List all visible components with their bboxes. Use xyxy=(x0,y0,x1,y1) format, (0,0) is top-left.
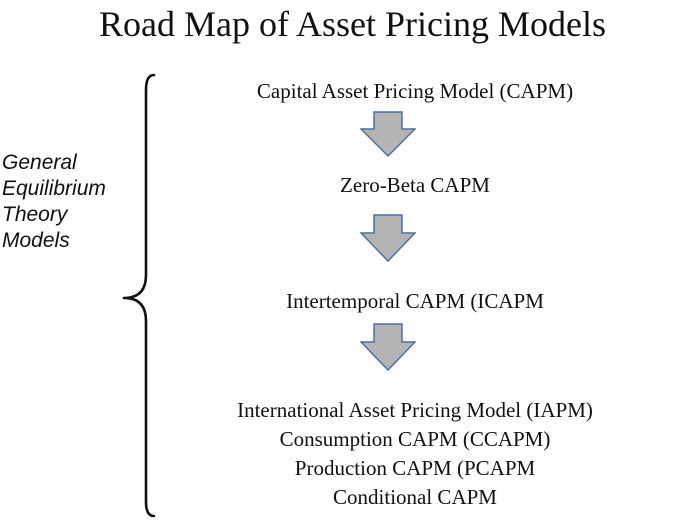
side-label-line: Models xyxy=(2,229,70,252)
side-label-line: General xyxy=(2,151,77,174)
model-ccapm: Consumption CAPM (CCAPM) xyxy=(279,427,551,451)
model-capm: Capital Asset Pricing Model (CAPM) xyxy=(256,79,574,103)
model-pcapm: Production CAPM (PCAPM xyxy=(294,456,536,480)
model-icapm: Intertemporal CAPM (ICAPM xyxy=(286,289,544,313)
model-zero-beta-capm: Zero-Beta CAPM xyxy=(340,173,490,197)
model-conditional-capm: Conditional CAPM xyxy=(333,485,497,509)
side-label-general-equilibrium: General Equilibrium Theory Models xyxy=(2,150,106,254)
side-label-line: Equilibrium xyxy=(2,177,106,200)
model-group-extensions: International Asset Pricing Model (IAPM)… xyxy=(150,396,680,512)
page-title: Road Map of Asset Pricing Models xyxy=(99,4,606,44)
side-label-line: Theory xyxy=(2,203,68,226)
left-curly-brace xyxy=(122,73,156,518)
down-arrow-icon xyxy=(360,323,416,371)
model-iapm: International Asset Pricing Model (IAPM) xyxy=(237,398,593,422)
down-arrow-icon xyxy=(360,214,416,262)
down-arrow-icon xyxy=(360,111,416,157)
